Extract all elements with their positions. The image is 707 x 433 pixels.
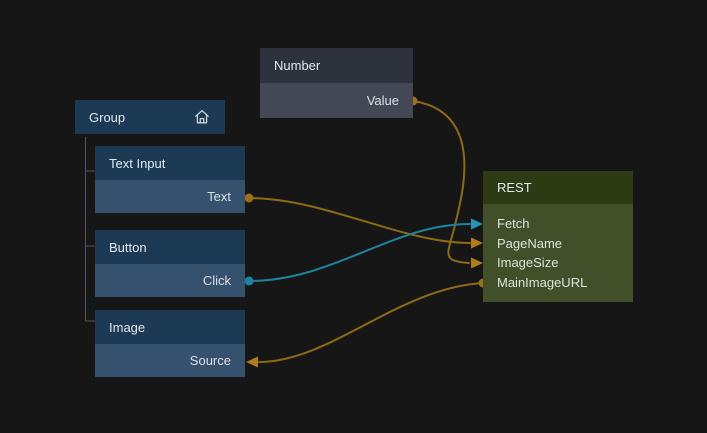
node-rest-header[interactable]: REST — [483, 171, 633, 204]
node-number-header[interactable]: Number — [260, 48, 413, 83]
wire-button-click-to-rest-fetch[interactable] — [248, 223, 471, 282]
input-arrow-image-source[interactable] — [246, 356, 258, 368]
node-image-title: Image — [109, 319, 146, 335]
node-number-title: Number — [274, 58, 321, 73]
port-source-input[interactable]: Source — [95, 344, 245, 377]
port-click-label: Click — [202, 273, 231, 288]
port-pagename-label: PageName — [497, 235, 563, 251]
port-mainimageurl-label: MainImageURL — [497, 275, 588, 291]
node-text-input-header[interactable]: Text Input — [95, 146, 245, 180]
node-button-header[interactable]: Button — [95, 230, 245, 264]
node-image-header[interactable]: Image — [95, 310, 245, 344]
node-button-title: Button — [109, 239, 147, 255]
node-number[interactable]: Number Value — [260, 48, 413, 118]
node-text-input[interactable]: Text Input Text — [95, 146, 245, 213]
input-arrow-rest-fetch[interactable] — [471, 218, 483, 230]
input-arrow-rest-imagesize[interactable] — [471, 257, 483, 269]
node-rest-title: REST — [497, 180, 532, 195]
node-text-input-title: Text Input — [109, 155, 166, 171]
wire-number-value-to-rest-imagesize[interactable] — [412, 100, 470, 264]
port-text-output[interactable]: Text — [95, 180, 245, 213]
port-fetch-label: Fetch — [497, 216, 530, 232]
group-children-tree-line — [85, 137, 95, 322]
node-image[interactable]: Image Source — [95, 310, 245, 377]
port-pagename-input[interactable]: PageName — [483, 234, 633, 254]
node-rest-body: Fetch PageName ImageSize MainImageURL — [483, 204, 633, 302]
port-value-label: Value — [366, 93, 399, 108]
port-click-output[interactable]: Click — [95, 264, 245, 297]
port-imagesize-input[interactable]: ImageSize — [483, 253, 633, 273]
home-icon[interactable] — [193, 108, 211, 126]
port-value-output[interactable]: Value — [260, 83, 413, 118]
node-group-header[interactable]: Group — [75, 100, 225, 134]
port-text-label: Text — [207, 189, 231, 204]
output-socket-textinput-text[interactable] — [244, 193, 254, 203]
node-group-title: Group — [89, 109, 126, 125]
wire-rest-mainimageurl-to-image-source[interactable] — [258, 282, 484, 363]
port-fetch-input[interactable]: Fetch — [483, 214, 633, 234]
port-mainimageurl-output[interactable]: MainImageURL — [483, 273, 633, 293]
node-group[interactable]: Group — [75, 100, 225, 134]
input-arrow-rest-pagename[interactable] — [471, 237, 483, 249]
port-imagesize-label: ImageSize — [497, 255, 559, 271]
port-source-label: Source — [189, 353, 231, 368]
output-socket-button-click[interactable] — [244, 276, 254, 286]
wire-textinput-text-to-rest-pagename[interactable] — [248, 197, 471, 244]
node-button[interactable]: Button Click — [95, 230, 245, 297]
node-rest[interactable]: REST Fetch PageName ImageSize MainImageU… — [483, 171, 633, 302]
